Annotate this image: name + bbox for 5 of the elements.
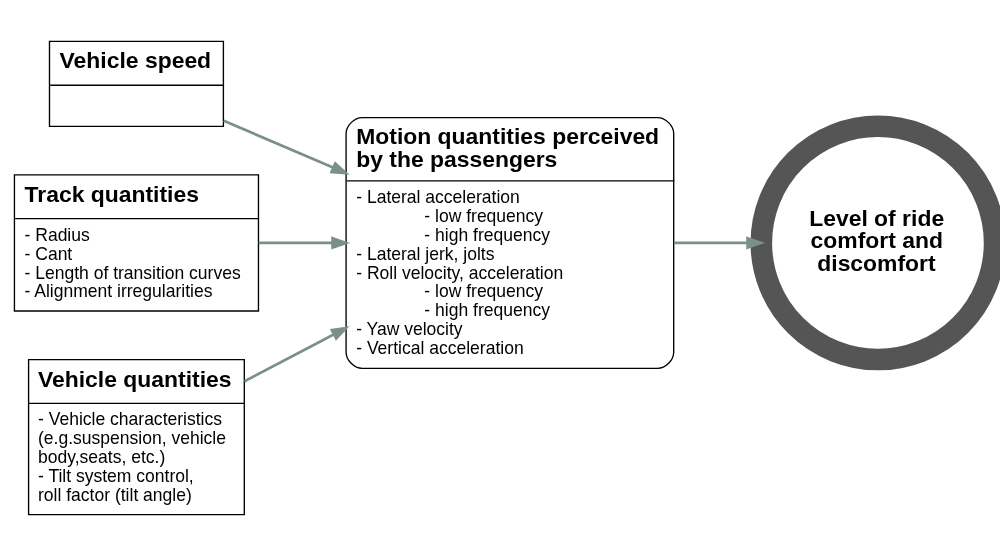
arrow — [243, 326, 350, 383]
arrow — [258, 236, 350, 250]
arrow — [222, 119, 350, 175]
node-circle: Level of ride comfort and discomfort — [750, 115, 1000, 371]
arrow — [673, 236, 765, 250]
